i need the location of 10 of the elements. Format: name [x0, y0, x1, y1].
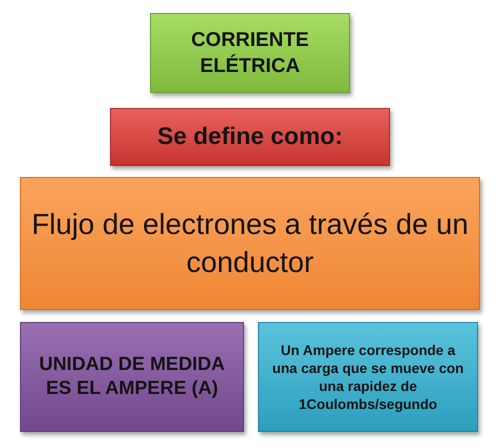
heading-box	[110, 108, 390, 166]
definition-box	[20, 177, 480, 310]
title-box	[150, 13, 350, 93]
box-text: UNIDAD DE MEDIDA ES EL AMPERE (A)	[38, 353, 226, 401]
box-text: Se define como:	[157, 122, 343, 152]
box-text: Flujo de electrones a través de un conductor	[30, 208, 470, 280]
box-text: Un Ampere corresponde a una carga que se mueve con una rapidez de 1Coulombs/segundo	[271, 341, 465, 413]
unit-box	[20, 322, 244, 432]
box-text: CORRIENTE ELÉTRICA	[190, 28, 310, 79]
explanation-box	[258, 322, 478, 432]
